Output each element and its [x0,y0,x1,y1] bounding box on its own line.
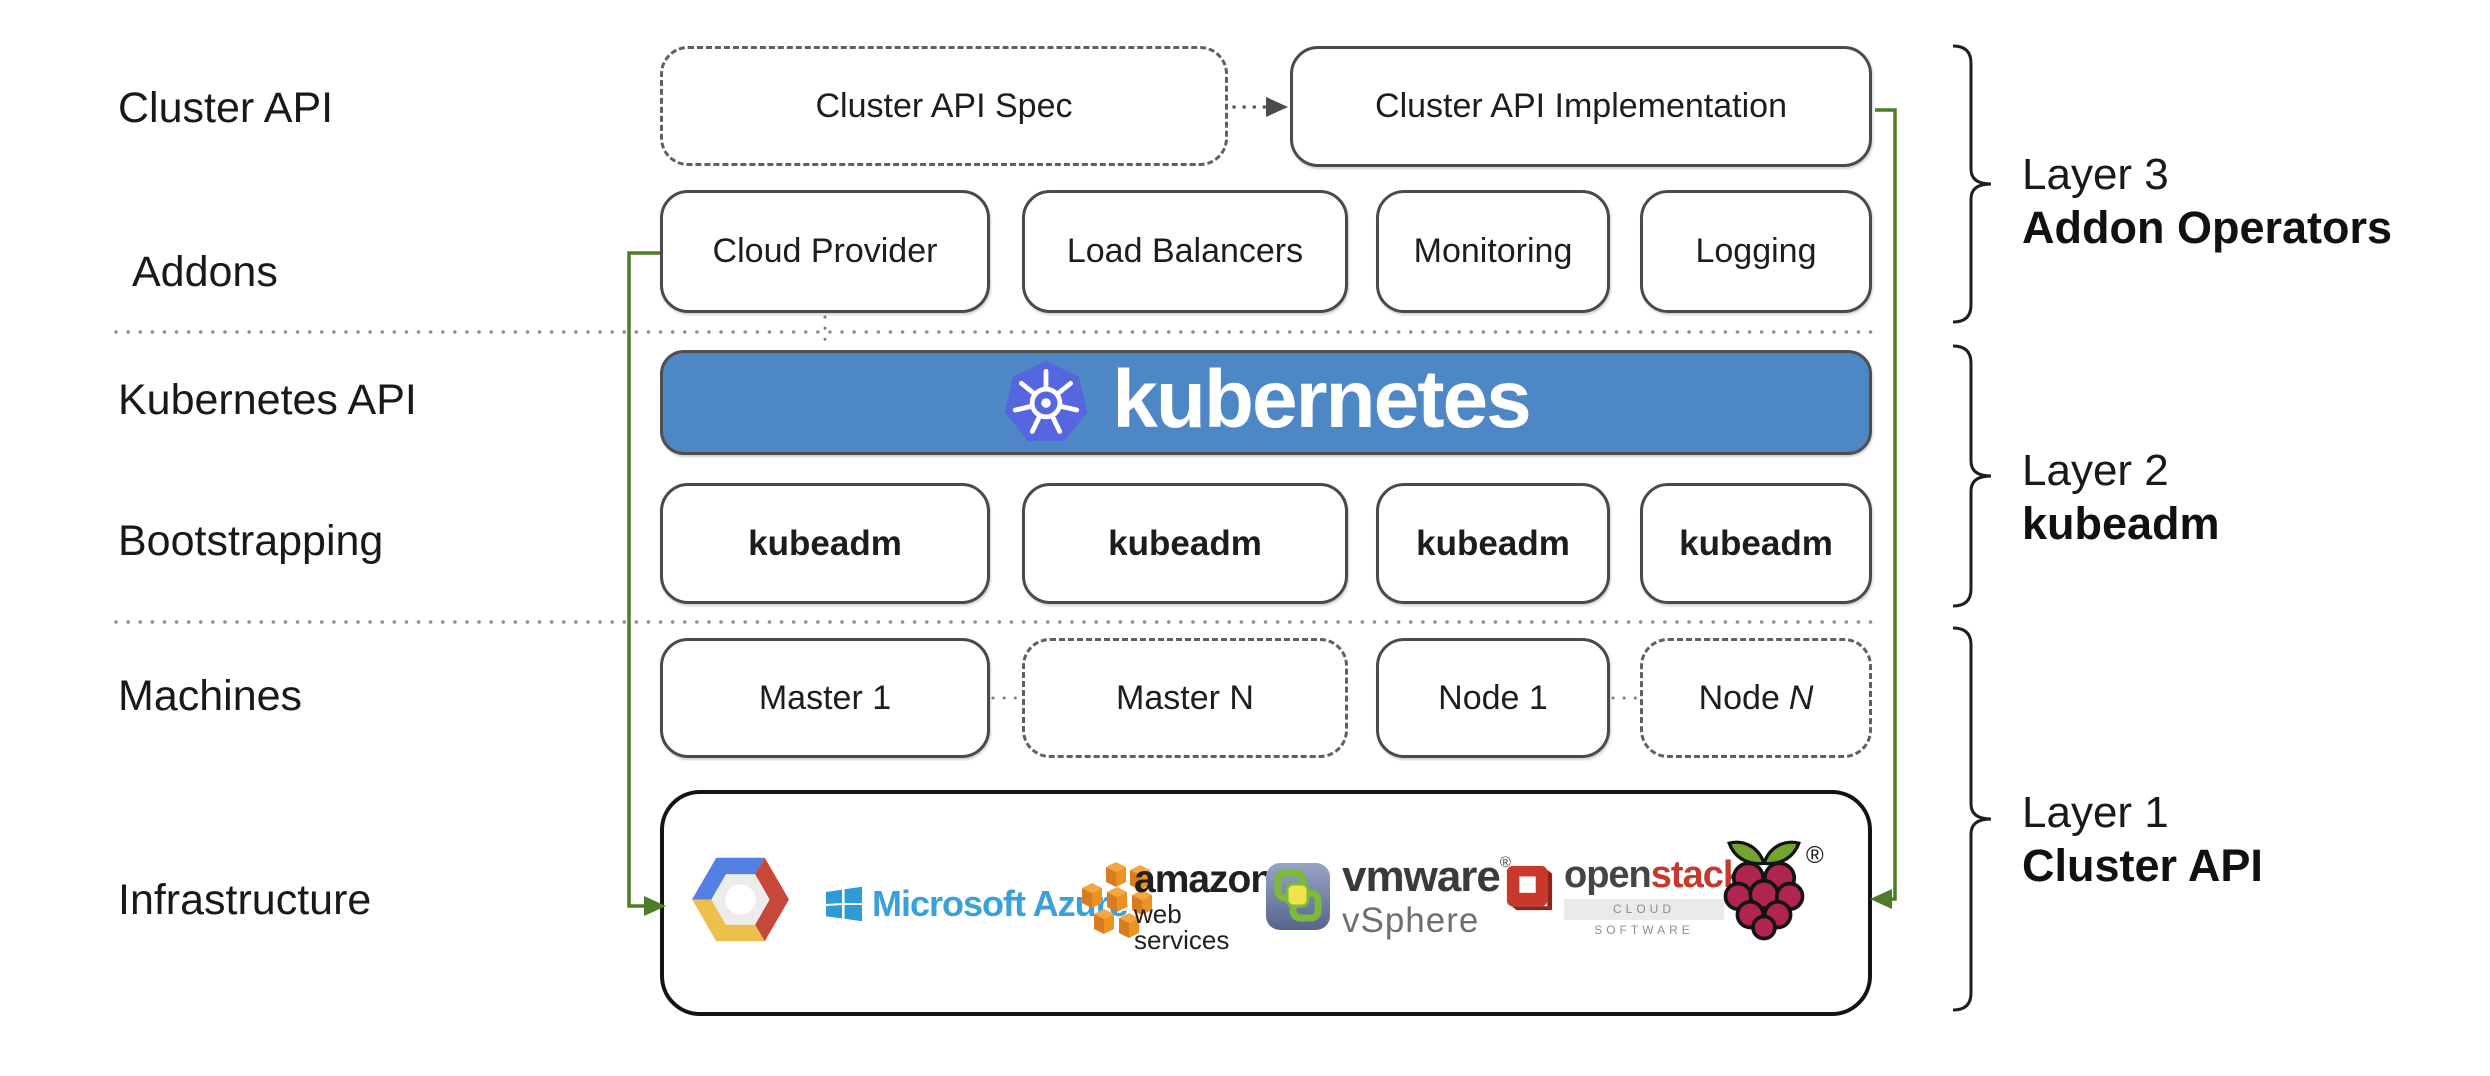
machine-box-node-1: Node 1 [1376,638,1610,758]
layer-2-title: kubeadm [2022,498,2220,549]
layer-1-name: Layer 1 [2022,788,2169,837]
vmware-icon [1266,862,1330,930]
kubeadm-label: kubeadm [1416,523,1570,563]
kubeadm-box-1: kubeadm [660,483,990,604]
layer-1-title: Cluster API [2022,840,2263,891]
vmware-wordmark: vmware [1342,852,1501,901]
row-label-infrastructure: Infrastructure [118,876,372,924]
row-label-machines: Machines [118,672,303,720]
aws-logo: amazon web services [1080,860,1274,953]
openstack-logo: openstack™ CLOUD SOFTWARE [1504,854,1757,937]
aws-wordmark-block: amazon web services [1134,858,1274,955]
layer-3-title: Addon Operators [2022,202,2393,253]
kubernetes-banner: kubernetes [660,350,1872,455]
raspberry-pi-icon [1723,840,1805,941]
spec-to-impl-arrowhead-icon [1266,97,1288,117]
row-label-bootstrapping: Bootstrapping [118,517,384,565]
machine-label-italic-n: N [1788,678,1814,717]
raspberry-pi-logo [1720,834,1808,944]
layer-2-name: Layer 2 [2022,446,2169,495]
kubeadm-label: kubeadm [1679,523,1833,563]
raspberry-pi-registered-mark: ® [1806,842,1824,869]
machine-box-master-n: Master N [1022,638,1348,758]
aws-wordmark: amazon [1134,858,1274,901]
addon-box-load-balancers: Load Balancers [1022,190,1348,313]
machine-box-master-1: Master 1 [660,638,990,758]
addon-box-cloud-provider: Cloud Provider [660,190,990,313]
layer-2-brace [1952,344,1992,608]
row-label-kubernetes-api: Kubernetes API [118,376,417,424]
openstack-cloud-software-band: CLOUD SOFTWARE [1564,899,1724,937]
cluster-api-implementation-box: Cluster API Implementation [1290,46,1872,167]
kubernetes-wordmark: kubernetes [1112,353,1532,445]
vmware-registered-mark: ® [1499,854,1511,871]
green-arrowhead-right-icon [1870,889,1892,909]
cluster-api-spec-box: Cluster API Spec [660,46,1228,166]
kubeadm-box-2: kubeadm [1022,483,1348,604]
google-cloud-icon [692,857,789,942]
layer-3-name: Layer 3 [2022,150,2169,199]
vmware-vsphere-logo: vmware® vSphere [1266,855,1511,938]
azure-windows-icon [826,886,862,922]
layer-1-brace [1952,626,1992,1012]
vsphere-subtext: vSphere [1342,901,1480,940]
openstack-icon [1506,865,1553,911]
aws-subtext: web services [1134,899,1230,955]
openstack-wordmark-block: openstack™ CLOUD SOFTWARE [1564,854,1757,937]
row-label-addons: Addons [132,248,278,296]
kubeadm-label: kubeadm [748,523,902,563]
kubeadm-label: kubeadm [1108,523,1262,563]
addon-box-logging: Logging [1640,190,1872,313]
implementation-to-infrastructure-green-line [1875,108,1897,901]
vmware-wordmark-block: vmware® vSphere [1342,852,1511,940]
cloud-provider-to-infrastructure-green-line [627,251,660,908]
openstack-wordmark-open: open [1564,854,1652,896]
google-cloud-logo [692,851,789,948]
kubeadm-box-4: kubeadm [1640,483,1872,604]
machine-label: Node [1698,678,1780,717]
addon-box-monitoring: Monitoring [1376,190,1610,313]
kubernetes-wheel-icon [1005,360,1088,441]
layer-3-brace [1952,44,1992,324]
kubeadm-box-3: kubeadm [1376,483,1610,604]
machine-box-node-n: Node N [1640,638,1872,758]
row-label-cluster-api: Cluster API [118,84,334,132]
